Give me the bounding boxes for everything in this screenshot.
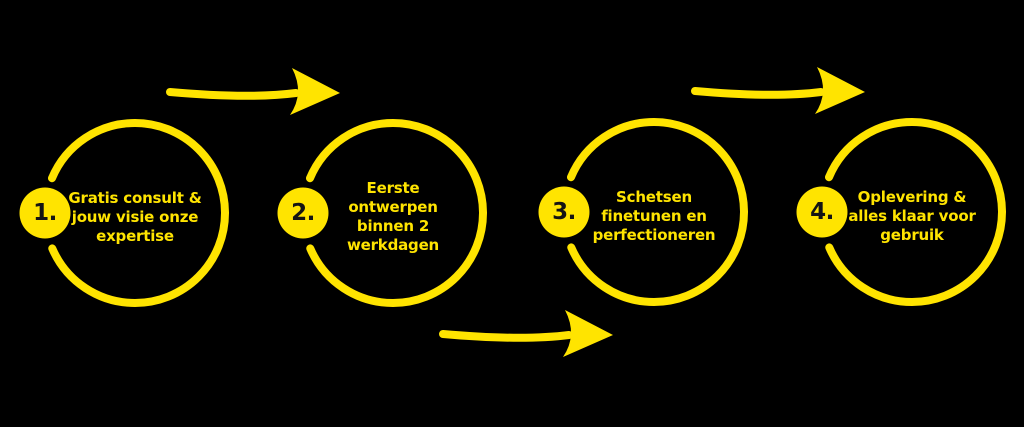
step-number-badge bbox=[796, 186, 848, 238]
step-circle-outline bbox=[19, 119, 229, 307]
step-circle-outline bbox=[277, 119, 487, 307]
process-step-4: 4. Oplevering & alles klaar voor gebruik bbox=[796, 112, 1024, 312]
step-number: 3. bbox=[552, 199, 576, 225]
step-number: 4. bbox=[810, 199, 834, 225]
step-number: 2. bbox=[291, 200, 315, 226]
step-circle-outline bbox=[796, 118, 1006, 306]
step-number-badge bbox=[277, 187, 329, 239]
process-step-2: 2. Eerste ontwerpen binnen 2 werkdagen bbox=[277, 113, 509, 313]
step-label: Gratis consult & jouw visie onze experti… bbox=[68, 188, 202, 245]
step-number-badge bbox=[19, 187, 71, 239]
process-step-3: 3. Schetsen finetunen en perfectioneren bbox=[538, 112, 770, 312]
step-circle-outline bbox=[538, 118, 748, 306]
step-label: Oplevering & alles klaar voor gebruik bbox=[848, 187, 976, 244]
step-number-badge bbox=[538, 186, 590, 238]
curved-arrow-right-icon bbox=[691, 67, 865, 114]
process-step-1: 1. Gratis consult & jouw visie onze expe… bbox=[19, 113, 251, 313]
curved-arrow-right-icon bbox=[439, 310, 613, 357]
curved-arrow-right-icon bbox=[166, 68, 340, 115]
step-number: 1. bbox=[33, 200, 57, 226]
step-label: Schetsen finetunen en perfectioneren bbox=[592, 187, 716, 244]
step-label: Eerste ontwerpen binnen 2 werkdagen bbox=[346, 179, 440, 254]
